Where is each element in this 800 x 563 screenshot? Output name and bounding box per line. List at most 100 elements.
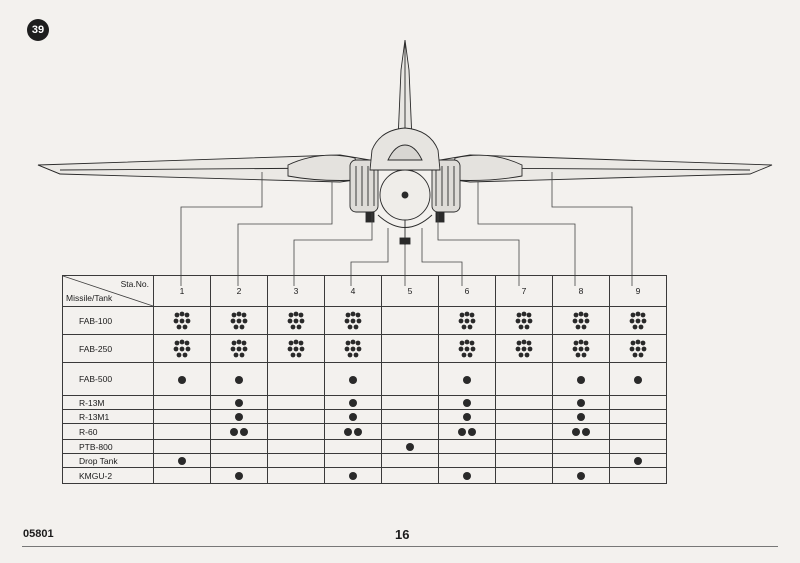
store-dot-icon	[235, 413, 243, 422]
station-load-cell	[495, 334, 553, 363]
step-number-badge: 39	[27, 19, 49, 41]
bomb-cluster-icon	[173, 311, 191, 329]
bomb-cluster-icon	[629, 339, 647, 357]
store-dot-icon	[634, 457, 642, 466]
station-load-cell	[267, 453, 325, 468]
store-name-cell: FAB-500	[62, 362, 154, 396]
bomb-cluster-icon	[287, 339, 305, 357]
station-load-cell	[210, 467, 268, 484]
station-load-cell	[552, 453, 610, 468]
station-load-cell	[381, 306, 439, 335]
station-load-cell	[153, 334, 211, 363]
bomb-cluster-icon	[515, 311, 533, 329]
step-number: 39	[31, 24, 45, 36]
table-row: R-60	[62, 423, 667, 440]
store-dot-icon	[240, 428, 248, 437]
store-name-cell: R-60	[62, 423, 154, 440]
station-load-cell	[267, 423, 325, 440]
station-load-cell	[210, 423, 268, 440]
table-row: R-13M1	[62, 409, 667, 424]
store-dot-icon	[463, 399, 471, 408]
station-load-cell	[438, 395, 496, 410]
store-dot-icon	[349, 375, 357, 384]
bomb-cluster-icon	[572, 311, 590, 329]
station-header: 5	[381, 275, 439, 307]
station-load-cell	[609, 439, 667, 454]
station-load-cell	[153, 467, 211, 484]
station-load-cell	[324, 362, 382, 396]
station-load-cell	[210, 362, 268, 396]
station-header: 7	[495, 275, 553, 307]
station-load-cell	[552, 467, 610, 484]
page-number: 16	[395, 527, 410, 542]
bomb-cluster-icon	[344, 311, 362, 329]
table-row: R-13M	[62, 395, 667, 410]
table-row: PTB-800	[62, 439, 667, 454]
station-header: 1	[153, 275, 211, 307]
station-header: 9	[609, 275, 667, 307]
station-load-cell	[153, 306, 211, 335]
station-header: 2	[210, 275, 268, 307]
bomb-cluster-icon	[515, 339, 533, 357]
station-header: 4	[324, 275, 382, 307]
store-dot-icon	[406, 443, 414, 452]
store-name-cell: KMGU-2	[62, 467, 154, 484]
bomb-cluster-icon	[173, 339, 191, 357]
station-load-cell	[609, 362, 667, 396]
station-load-cell	[381, 467, 439, 484]
station-load-cell	[438, 423, 496, 440]
station-load-cell	[267, 467, 325, 484]
footer-rule	[22, 546, 778, 547]
store-name-cell: FAB-250	[62, 334, 154, 363]
aircraft-front-view-drawing	[37, 39, 773, 286]
store-name-cell: PTB-800	[62, 439, 154, 454]
station-header: 3	[267, 275, 325, 307]
station-load-cell	[153, 395, 211, 410]
station-load-cell	[381, 409, 439, 424]
station-load-cell	[438, 453, 496, 468]
station-load-cell	[267, 334, 325, 363]
station-load-cell	[495, 362, 553, 396]
store-dot-icon	[349, 472, 357, 481]
store-type-header: Missile/Tank	[66, 293, 113, 303]
station-load-cell	[267, 409, 325, 424]
station-load-cell	[552, 423, 610, 440]
store-dot-icon	[344, 428, 352, 437]
table-row: KMGU-2	[62, 467, 667, 484]
station-load-cell	[495, 306, 553, 335]
station-load-cell	[381, 395, 439, 410]
station-load-cell	[495, 439, 553, 454]
station-load-cell	[609, 467, 667, 484]
store-name-cell: R-13M1	[62, 409, 154, 424]
station-load-cell	[438, 362, 496, 396]
store-dot-icon	[235, 399, 243, 408]
store-dot-icon	[354, 428, 362, 437]
table-row: FAB-250	[62, 334, 667, 363]
station-load-cell	[153, 453, 211, 468]
station-load-cell	[210, 409, 268, 424]
store-dot-icon	[468, 428, 476, 437]
weapons-loadout-table: Sta.No. Missile/Tank 1 2 3 4 5 6 7 8 9 F…	[62, 275, 667, 484]
station-load-cell	[324, 467, 382, 484]
store-dot-icon	[349, 399, 357, 408]
station-load-cell	[381, 423, 439, 440]
table-row: FAB-500	[62, 362, 667, 396]
station-header: 6	[438, 275, 496, 307]
station-load-cell	[438, 306, 496, 335]
station-load-cell	[438, 334, 496, 363]
store-dot-icon	[577, 375, 585, 384]
store-dot-icon	[463, 413, 471, 422]
station-load-cell	[609, 395, 667, 410]
station-load-cell	[552, 362, 610, 396]
table-row: FAB-100	[62, 306, 667, 335]
station-load-cell	[210, 334, 268, 363]
store-dot-icon	[463, 472, 471, 481]
bomb-cluster-icon	[230, 311, 248, 329]
table-row: Drop Tank	[62, 453, 667, 468]
station-load-cell	[495, 467, 553, 484]
store-dot-icon	[582, 428, 590, 437]
station-load-cell	[267, 362, 325, 396]
table-header-row: Sta.No. Missile/Tank 1 2 3 4 5 6 7 8 9	[62, 275, 667, 307]
store-dot-icon	[634, 375, 642, 384]
station-load-cell	[438, 467, 496, 484]
